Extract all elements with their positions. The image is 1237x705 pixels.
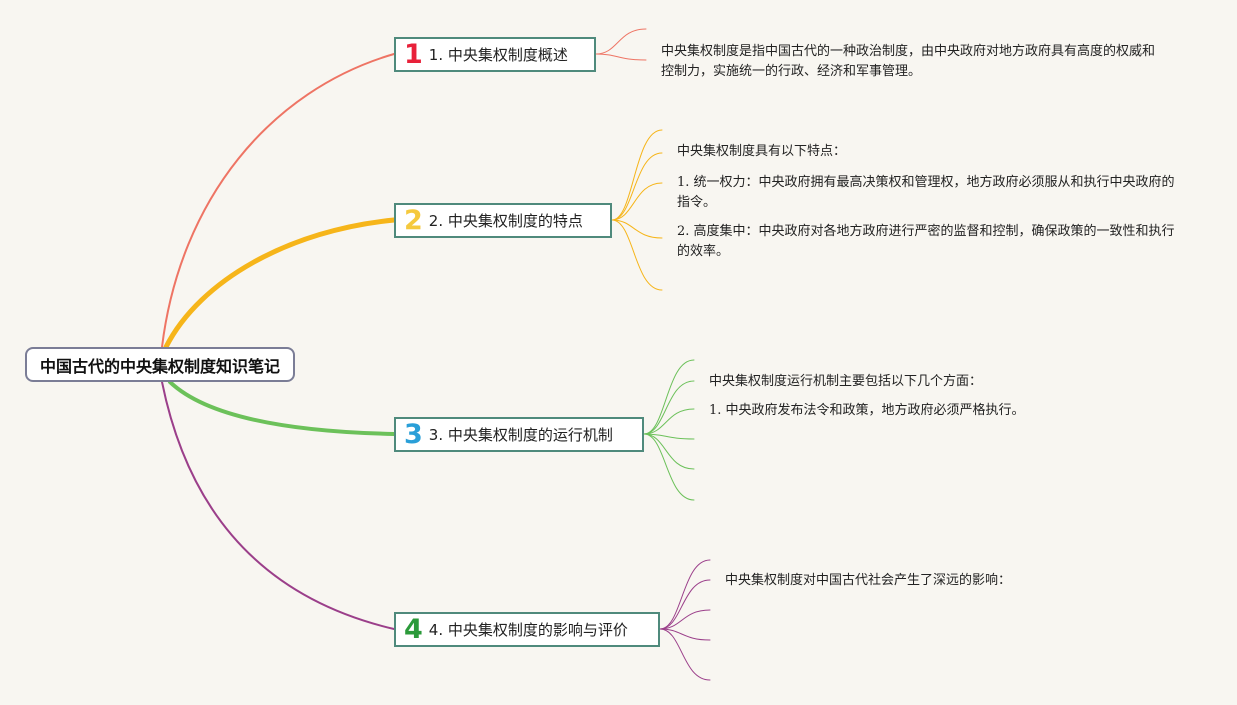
note-connector <box>611 182 663 221</box>
number-3-badge-icon: 3 <box>404 419 423 450</box>
number-2-badge-icon: 2 <box>404 205 423 236</box>
main-branch-connector <box>163 217 397 350</box>
note-connector <box>659 628 711 681</box>
note-connector <box>659 609 711 630</box>
number-1-badge-icon: 1 <box>404 39 423 70</box>
note-connector <box>643 380 695 435</box>
branch-topic-mechanism[interactable]: 3 3. 中央集权制度的运行机制 <box>394 417 644 452</box>
branch-topic-label: 3. 中央集权制度的运行机制 <box>428 426 613 444</box>
note-connector <box>643 359 695 435</box>
note-connector <box>611 152 663 221</box>
note-connector <box>611 129 663 221</box>
number-4-badge-icon: 4 <box>404 614 423 645</box>
branch-topic-label: 2. 中央集权制度的特点 <box>428 212 583 230</box>
branch-topic-label: 1. 中央集权制度概述 <box>428 46 568 64</box>
main-branch-connector <box>161 381 395 630</box>
main-branch-connector <box>161 53 395 348</box>
branch-topic-impact[interactable]: 4 4. 中央集权制度的影响与评价 <box>394 612 660 647</box>
note-features-intro: 中央集权制度具有以下特点： <box>677 144 847 159</box>
note-connector <box>595 53 647 61</box>
note-connector <box>643 433 695 470</box>
branch-topic-overview[interactable]: 1 1. 中央集权制度概述 <box>394 37 596 72</box>
note-mechanism-decrees: 1. 中央政府发布法令和政策，地方政府必须严格执行。 <box>709 403 1025 418</box>
branch-topic-features[interactable]: 2 2. 中央集权制度的特点 <box>394 203 612 238</box>
root-topic[interactable]: 中国古代的中央集权制度知识笔记 <box>25 347 295 382</box>
note-connector <box>659 579 711 630</box>
main-branch-connector <box>168 380 396 436</box>
note-mechanism-intro: 中央集权制度运行机制主要包括以下几个方面： <box>709 374 983 389</box>
note-connector <box>659 628 711 641</box>
note-connector <box>643 433 695 501</box>
note-connector <box>643 408 695 435</box>
note-connector <box>659 559 711 630</box>
note-overview-definition: 中央集权制度是指中国古代的一种政治制度，由中央政府对地方政府具有高度的权威和控制… <box>661 44 1156 79</box>
note-connector <box>611 219 663 291</box>
root-topic-label: 中国古代的中央集权制度知识笔记 <box>39 356 280 376</box>
note-features-unified-power: 1. 统一权力：中央政府拥有最高决策权和管理权，地方政府必须服从和执行中央政府的… <box>677 175 1175 210</box>
note-connector <box>611 219 663 239</box>
note-connector <box>595 28 647 55</box>
note-impact-intro: 中央集权制度对中国古代社会产生了深远的影响： <box>725 573 1012 588</box>
branch-topic-label: 4. 中央集权制度的影响与评价 <box>428 621 628 639</box>
note-features-centralization: 2. 高度集中：中央政府对各地方政府进行严密的监督和控制，确保政策的一致性和执行… <box>677 224 1175 259</box>
